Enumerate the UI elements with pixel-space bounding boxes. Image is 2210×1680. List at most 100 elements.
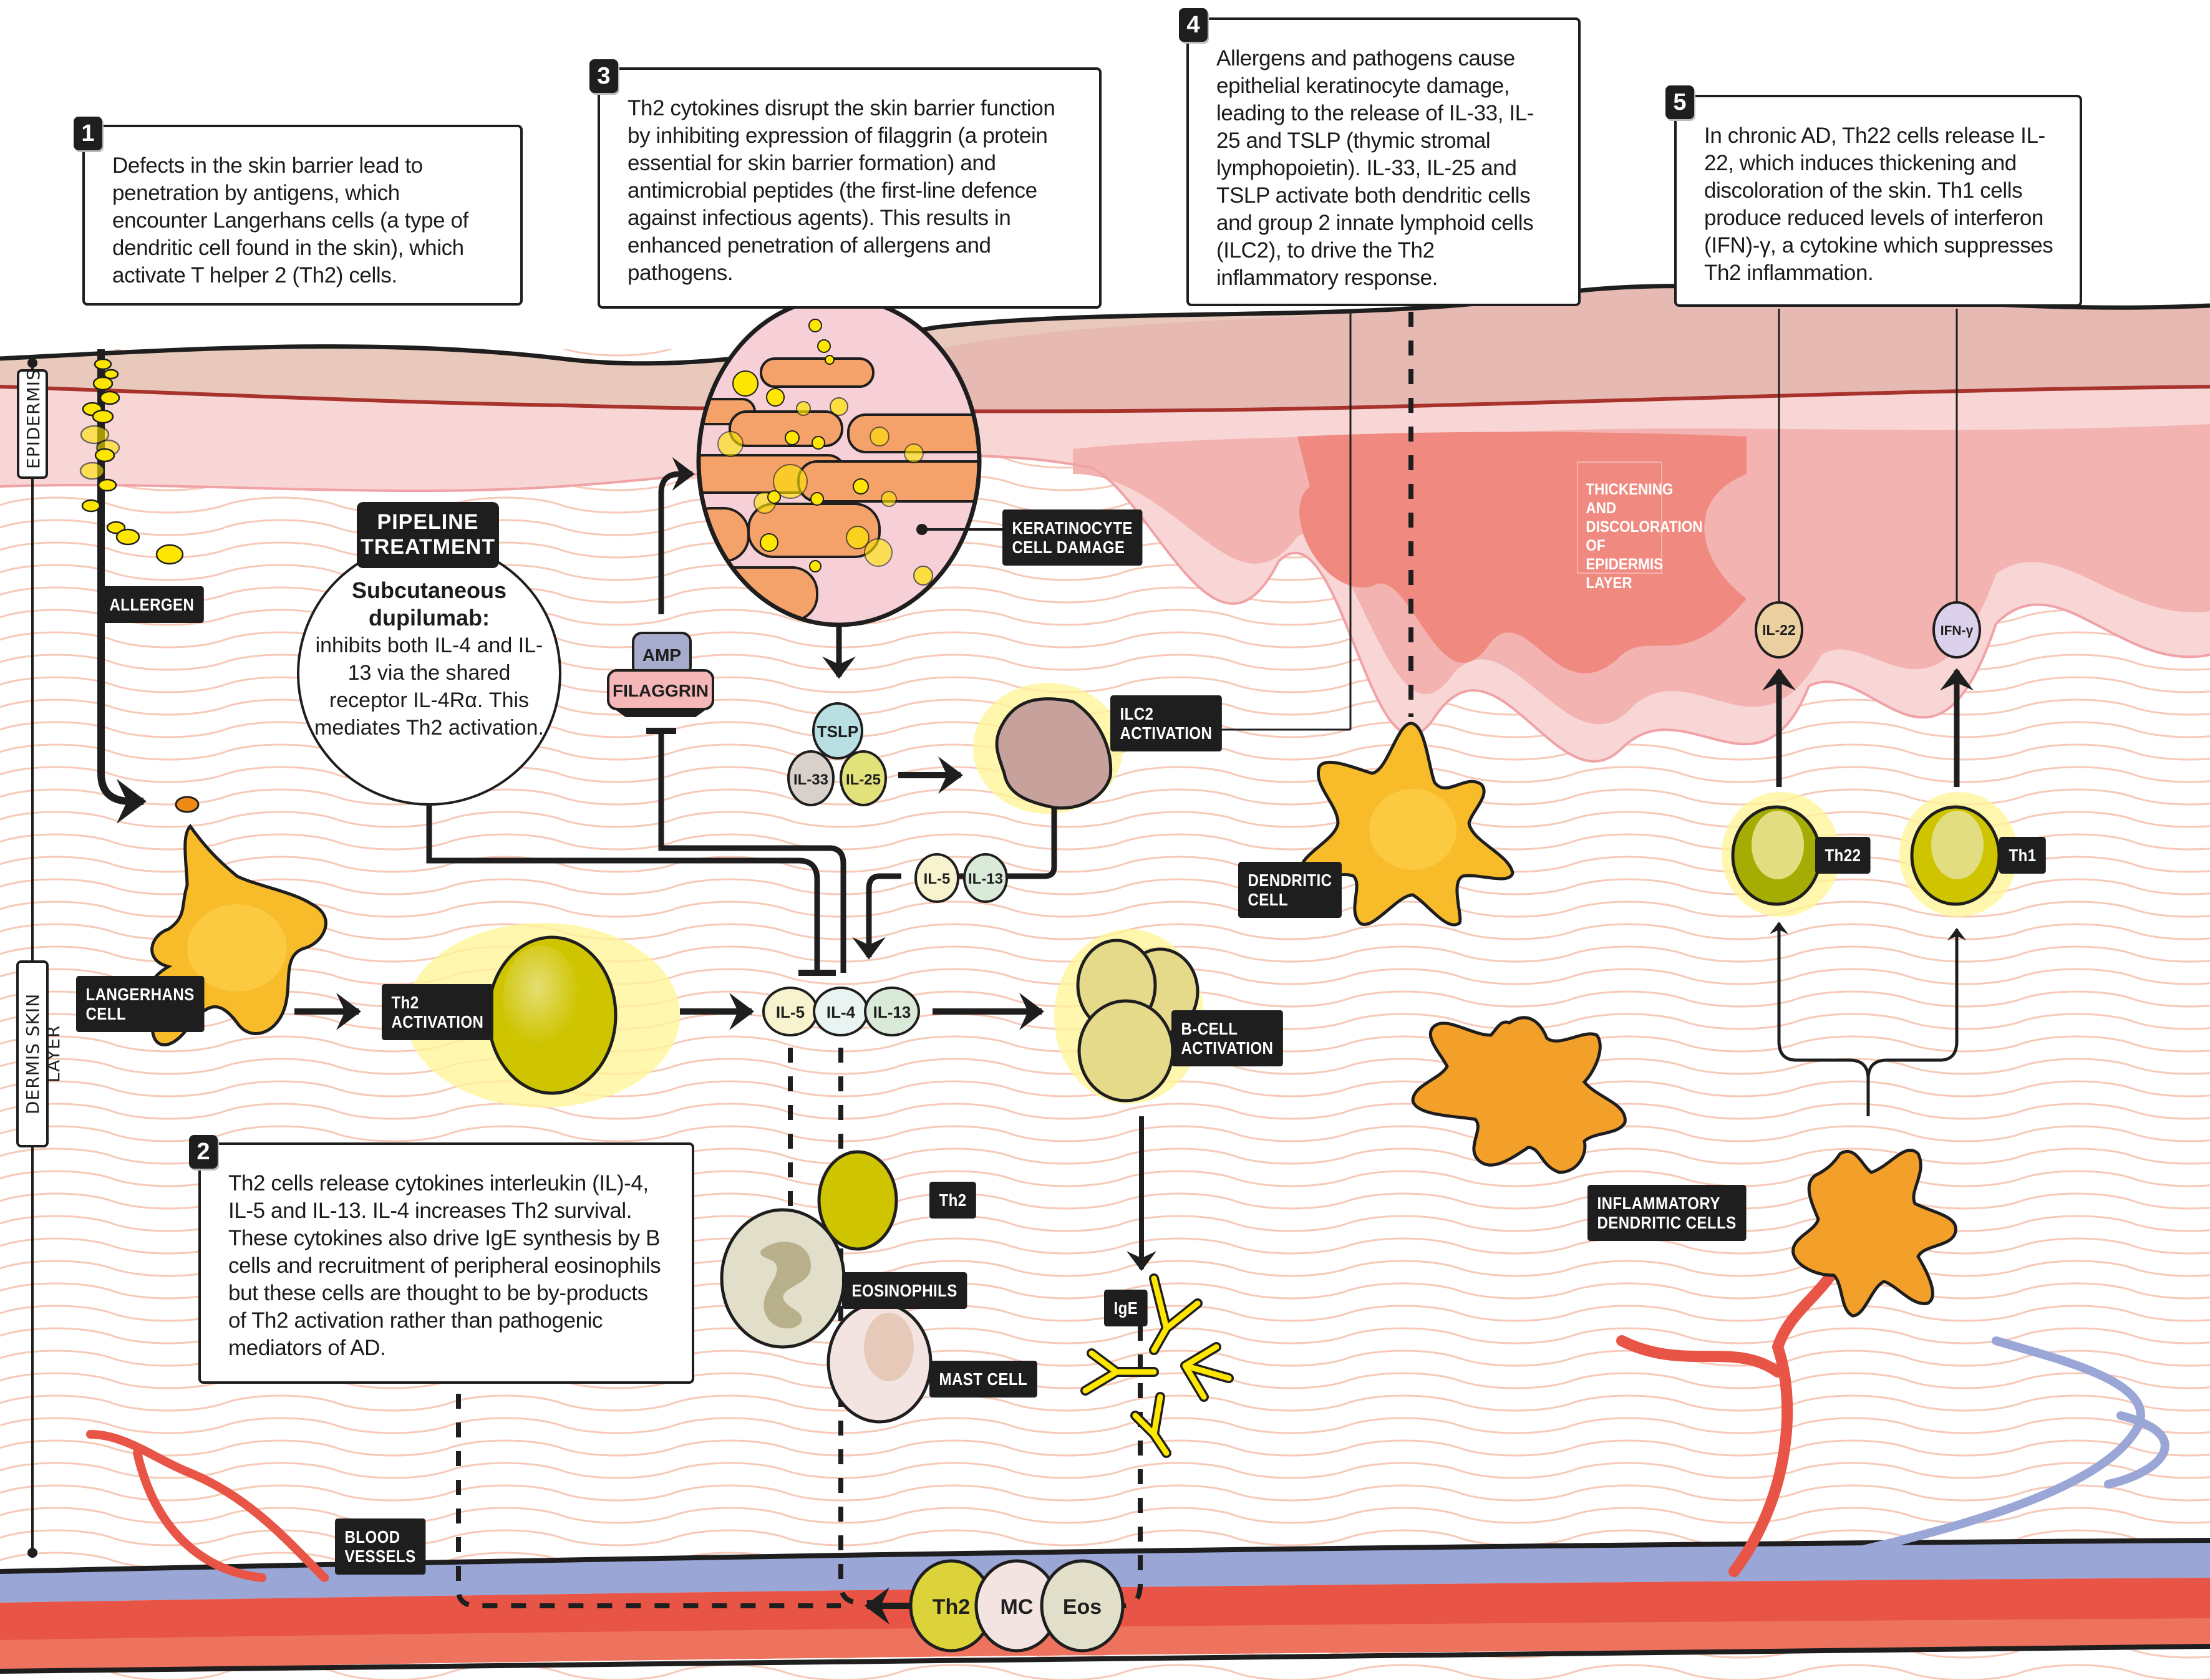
step5-text: In chronic AD, Th22 cells release IL-22,… <box>1704 123 2053 285</box>
step2-text: Th2 cells release cytokines interleukin … <box>228 1171 661 1360</box>
thickening-label: THICKENING AND DISCOLORATION OF EPIDERMI… <box>1577 461 1702 592</box>
th22-highlight <box>1752 811 1804 879</box>
pipeline-heading: PIPELINE TREATMENT <box>357 502 499 568</box>
il5-text-upper: IL-5 <box>924 871 951 887</box>
il33-text: IL-33 <box>793 771 828 788</box>
keratinocyte-label: KERATINOCYTE CELL DAMAGE <box>1002 509 1143 566</box>
allergen-label: ALLERGEN <box>100 586 204 623</box>
vessel-mc-text: MC <box>1001 1595 1034 1619</box>
langerhans-nucleus <box>187 904 287 992</box>
step3-box: Th2 cytokines disrupt the skin barrier f… <box>598 67 1102 309</box>
ilc2-connector <box>939 808 1057 879</box>
blood-line1: BLOOD <box>344 1527 400 1547</box>
capillary-right-vein <box>1805 1336 2169 1567</box>
vessel-eos-cell <box>1040 1559 1125 1653</box>
vessel-eos-text: Eos <box>1063 1595 1102 1619</box>
bcell-line2: ACTIVATION <box>1181 1038 1274 1058</box>
ilc2-label: ILC2 ACTIVATION <box>1110 695 1222 751</box>
dashed-il4-line <box>838 1048 880 1605</box>
th2-recruited-label: Th2 <box>929 1182 977 1219</box>
step2-badge: 2 <box>189 1135 218 1169</box>
inflammatory-line1: INFLAMMATORY <box>1597 1194 1720 1213</box>
il13-molecule <box>864 987 920 1036</box>
th2-cell-highlight <box>503 945 580 1050</box>
marker-dot <box>27 1548 37 1558</box>
il33-molecule <box>787 750 835 806</box>
blood-vessels-label: BLOOD VESSELS <box>335 1518 426 1575</box>
mast-cell-nucleus <box>864 1313 914 1381</box>
ilc2-line1: ILC2 <box>1120 704 1154 723</box>
ilc2-cell <box>995 697 1113 810</box>
il5-text: IL-5 <box>776 1003 805 1021</box>
bcell-label: B-CELL ACTIVATION <box>1171 1010 1283 1066</box>
mast-cell-label: MAST CELL <box>929 1361 1037 1398</box>
amp-text: AMP <box>642 645 681 665</box>
step4-text: Allergens and pathogens cause epithelial… <box>1216 46 1534 290</box>
filaggrin-inhibition-line <box>658 733 846 973</box>
langerhans-label-line2: CELL <box>85 1004 127 1023</box>
step5-badge: 5 <box>1665 85 1694 119</box>
dermis-layer-label: DERMIS SKIN LAYER <box>16 960 64 1147</box>
keratinocyte-pointer-dot <box>916 524 928 535</box>
marker-dot <box>27 358 37 368</box>
step3-text: Th2 cytokines disrupt the skin barrier f… <box>628 96 1055 285</box>
il25-text: IL-25 <box>846 771 881 788</box>
ilc2-to-il4-arrow <box>852 873 901 960</box>
langerhans-receptor <box>175 796 200 813</box>
dendritic-line1: DENDRITIC <box>1248 871 1332 890</box>
pipeline-description: inhibits both IL-4 and IL-13 via the sha… <box>314 634 544 740</box>
step4-badge: 4 <box>1179 8 1208 42</box>
inflammatory-dendritic-label: INFLAMMATORY DENDRITIC CELLS <box>1587 1185 1747 1241</box>
step5-box: In chronic AD, Th22 cells release IL-22,… <box>1674 95 2082 307</box>
pipeline-body: Subcutaneous dupilumab: inhibits both IL… <box>311 577 548 741</box>
th2-activation-line1: Th2 <box>391 993 419 1012</box>
pipeline-heading-line2: TREATMENT <box>360 535 496 559</box>
th1-highlight <box>1931 811 1984 879</box>
step1-box: Defects in the skin barrier lead to pene… <box>82 125 523 306</box>
capillary-left <box>86 1430 329 1582</box>
allergen-particles <box>79 358 184 565</box>
th1-label: Th1 <box>1999 837 2047 874</box>
pipeline-drug: Subcutaneous dupilumab: <box>351 577 507 630</box>
ifng-molecule <box>1932 601 1981 659</box>
epidermis-layer-label: EPIDERMIS <box>17 369 48 479</box>
th2-activation-line2: ACTIVATION <box>391 1012 484 1031</box>
il4-text: IL-4 <box>826 1003 856 1021</box>
inflammatory-dendritic-cell-2 <box>1791 1149 1957 1318</box>
filaggrin-up-arrow <box>658 457 695 614</box>
step3-badge: 3 <box>589 59 618 93</box>
th2-activation-label: Th2 ACTIVATION <box>382 984 493 1040</box>
dashed-ige-line <box>1122 1297 1143 1608</box>
il22-text: IL-22 <box>1762 622 1796 638</box>
eosinophil-nucleus <box>760 1242 811 1329</box>
filaggrin-base <box>614 709 707 717</box>
ige-antibodies-fill <box>1082 1275 1232 1456</box>
filaggrin-text: FILAGGRIN <box>613 681 709 700</box>
th22-label: Th22 <box>1815 837 1871 874</box>
step1-badge: 1 <box>74 117 102 150</box>
il13-molecule-upper <box>963 853 1008 903</box>
allergen-bubbles-magnified <box>717 319 933 586</box>
tslp-molecule <box>812 702 863 760</box>
step1-text: Defects in the skin barrier lead to pene… <box>112 153 468 287</box>
inflammatory-line2: DENDRITIC CELLS <box>1597 1213 1737 1232</box>
bcell-line1: B-CELL <box>1181 1019 1238 1038</box>
il22-molecule <box>1755 601 1803 659</box>
dendritic-cell-label: DENDRITIC CELL <box>1238 862 1342 918</box>
vessel-top-outline <box>0 1538 2210 1574</box>
tslp-text: TSLP <box>817 722 858 741</box>
step2-box: Th2 cells release cytokines interleukin … <box>198 1142 694 1384</box>
langerhans-label: LANGERHANS CELL <box>76 976 205 1032</box>
bcell-front <box>1077 999 1175 1103</box>
dendritic-nucleus <box>1369 789 1456 870</box>
dashed-step2-line <box>456 1394 841 1608</box>
allergen-pathway-line <box>97 349 147 824</box>
pipeline-heading-line1: PIPELINE <box>377 510 479 534</box>
il13-text-upper: IL-13 <box>968 871 1003 887</box>
epidermis-lower-edge <box>0 454 2210 763</box>
inflammatory-dendritic-cell-1 <box>1411 1016 1627 1174</box>
ifng-text: IFN-γ <box>1941 624 1974 638</box>
langerhans-label-line1: LANGERHANS <box>85 985 195 1004</box>
keratinocyte-line2: CELL DAMAGE <box>1012 538 1125 557</box>
